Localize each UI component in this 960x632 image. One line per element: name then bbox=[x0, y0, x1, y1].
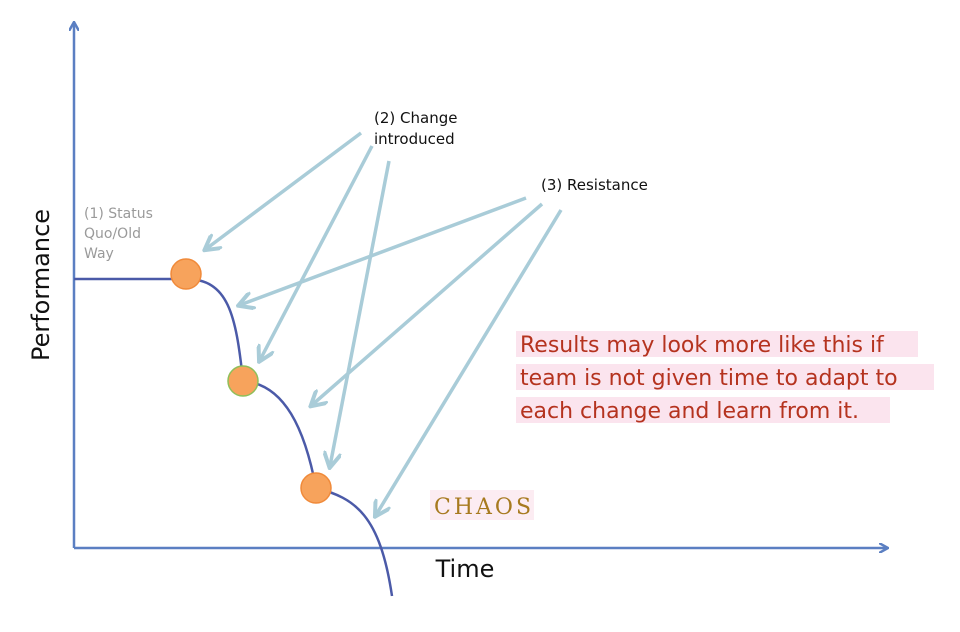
change-point-3 bbox=[300, 472, 332, 504]
change-arrow-1 bbox=[206, 131, 363, 249]
results-highlight-1 bbox=[516, 331, 918, 357]
change-line-2: introduced bbox=[374, 130, 455, 148]
change-label: (2) Change introduced bbox=[374, 109, 457, 148]
results-note: Results may look more like this if team … bbox=[516, 331, 934, 424]
change-point-1 bbox=[170, 258, 202, 290]
results-line-2: team is not given time to adapt to bbox=[520, 366, 898, 391]
x-axis-label: Time bbox=[435, 555, 495, 583]
status-quo-line-3: Way bbox=[84, 246, 114, 262]
chaos-label: CHAOS bbox=[434, 495, 534, 520]
resistance-arrow-2 bbox=[312, 202, 544, 405]
status-quo-line-2: Quo/Old bbox=[84, 226, 141, 242]
status-quo-line-1: (1) Status bbox=[84, 206, 153, 222]
chaos-label-group: CHAOS bbox=[430, 490, 534, 520]
status-quo-label: (1) Status Quo/Old Way bbox=[84, 206, 153, 262]
results-highlight-2 bbox=[516, 364, 934, 390]
resistance-arrow-1 bbox=[240, 196, 527, 305]
results-line-1: Results may look more like this if bbox=[520, 333, 885, 358]
results-highlight-3 bbox=[516, 397, 890, 423]
results-line-3: each change and learn from it. bbox=[520, 399, 859, 424]
change-arrow-2 bbox=[260, 145, 374, 360]
performance-curve bbox=[74, 277, 394, 597]
chaos-highlight bbox=[430, 490, 534, 520]
resistance-arrow-3 bbox=[376, 209, 563, 515]
resistance-label: (3) Resistance bbox=[541, 176, 648, 194]
change-line-1: (2) Change bbox=[374, 109, 457, 127]
y-axis-label: Performance bbox=[27, 209, 55, 361]
change-arrow-3 bbox=[330, 160, 391, 466]
change-point-2 bbox=[227, 365, 259, 397]
